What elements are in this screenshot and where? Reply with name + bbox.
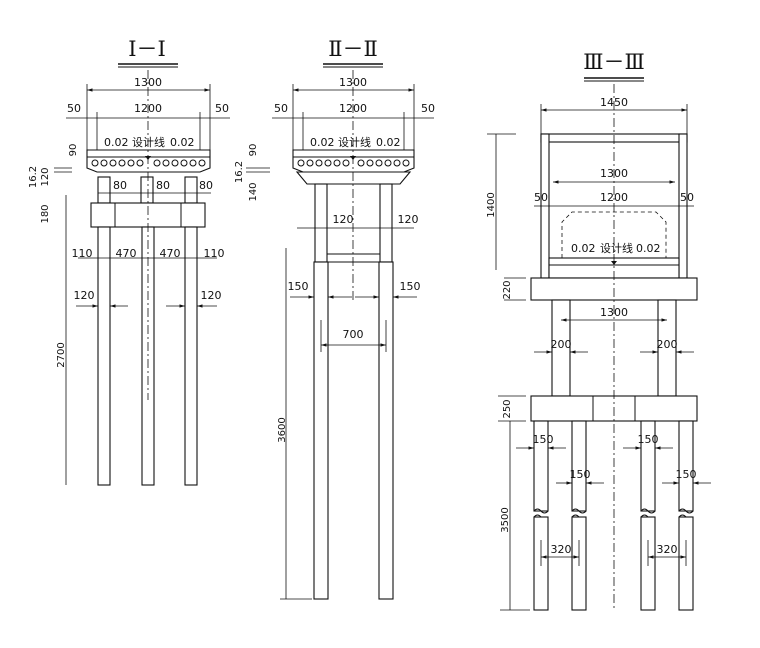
deck-slab: [86, 149, 211, 173]
dim-50-right: 50: [680, 191, 694, 204]
dim-250: 250: [502, 399, 513, 418]
dim-1400: 1400: [486, 192, 497, 217]
section-3: Ⅲ－Ⅲ 1450 1400 1300 1200 50 50 0.02 设计线 0…: [486, 50, 711, 611]
slope-right: 0.02: [170, 136, 195, 149]
dim-50-left: 50: [67, 102, 81, 115]
dim-110-right: 110: [204, 247, 225, 260]
section-2-title: Ⅱ－Ⅱ: [328, 37, 378, 61]
dim-180: 180: [40, 204, 51, 223]
dim-470-left: 470: [116, 247, 137, 260]
dim-320-right: 320: [657, 543, 678, 556]
section-1-title: Ⅰ－Ⅰ: [128, 37, 166, 61]
pier-cap: [295, 171, 412, 185]
pile-left: [97, 226, 111, 486]
dim-200-right: 200: [657, 338, 678, 351]
column-left: [314, 183, 328, 263]
pile-right: [184, 226, 198, 486]
dim-3500: 3500: [500, 507, 511, 532]
dim-200-left: 200: [551, 338, 572, 351]
pile-4-upper: [678, 420, 694, 512]
dim-120-pile-left: 120: [74, 289, 95, 302]
pile-2-upper: [571, 420, 587, 512]
dim-470-right: 470: [160, 247, 181, 260]
dim-110-left: 110: [72, 247, 93, 260]
section-2: Ⅱ－Ⅱ 1300 1200 50 50 0.02 设计线 0.02 90 16.…: [234, 37, 435, 600]
dim-50-right: 50: [421, 102, 435, 115]
section-3-title: Ⅲ－Ⅲ: [583, 50, 645, 74]
dim-120: 120: [40, 167, 51, 186]
dim-3600: 3600: [277, 417, 288, 442]
slope-left: 0.02: [310, 136, 335, 149]
dim-120-left: 120: [333, 213, 354, 226]
deck-voids: [91, 159, 206, 167]
design-line-label: 设计线: [338, 135, 371, 149]
dim-220: 220: [502, 280, 513, 299]
slope-left: 0.02: [104, 136, 129, 149]
dim-80-a: 80: [113, 179, 127, 192]
dim-50-right: 50: [215, 102, 229, 115]
dim-90: 90: [68, 144, 79, 157]
design-line-label: 设计线: [600, 241, 633, 255]
deck-slab: [292, 149, 415, 173]
dim-700: 700: [343, 328, 364, 341]
dim-50-left: 50: [274, 102, 288, 115]
dim-150-c: 150: [638, 433, 659, 446]
dim-2700: 2700: [56, 342, 67, 367]
column-center: [140, 176, 154, 204]
slope-left: 0.02: [571, 242, 596, 255]
column-right: [379, 183, 393, 263]
dim-50-left: 50: [534, 191, 548, 204]
slope-right: 0.02: [636, 242, 661, 255]
pile-right: [378, 261, 394, 600]
pile-left: [313, 261, 329, 600]
dim-120-pile-right: 120: [201, 289, 222, 302]
dim-80-b: 80: [156, 179, 170, 192]
dim-150-b: 150: [570, 468, 591, 481]
dim-90: 90: [248, 144, 259, 157]
dim-80-c: 80: [199, 179, 213, 192]
dim-1200: 1200: [600, 191, 628, 204]
dim-16-2: 16.2: [28, 166, 39, 188]
slope-right: 0.02: [376, 136, 401, 149]
dim-140: 140: [248, 182, 259, 201]
dim-150-right: 150: [400, 280, 421, 293]
column-left: [97, 176, 111, 204]
dim-150-a: 150: [533, 433, 554, 446]
design-line-label: 设计线: [132, 135, 165, 149]
section-1: Ⅰ－Ⅰ 1300 1200 50 50 0.02 设计线 0.02 90 16: [28, 37, 230, 486]
deck-voids: [297, 159, 410, 167]
dim-150-d: 150: [676, 468, 697, 481]
column-right: [184, 176, 198, 204]
dim-120-right: 120: [398, 213, 419, 226]
dim-150-left: 150: [288, 280, 309, 293]
dim-320-left: 320: [551, 543, 572, 556]
dim-16-2: 16.2: [234, 161, 245, 183]
